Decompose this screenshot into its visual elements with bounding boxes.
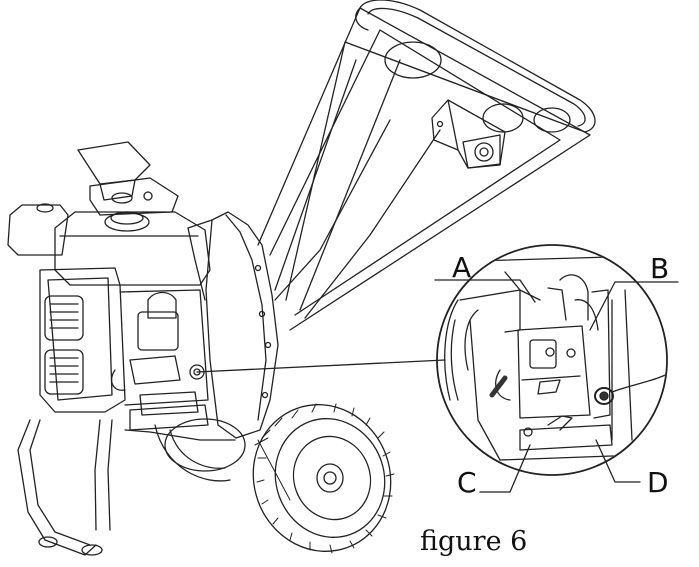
hopper-chute	[257, 7, 591, 331]
chipper-housing	[187, 211, 279, 439]
callout-leaders	[434, 279, 679, 493]
rear-wheel	[154, 418, 246, 482]
detail-leader-line	[196, 359, 446, 373]
callout-label-b: B	[650, 252, 669, 285]
engine	[7, 203, 211, 431]
discharge-deflector	[77, 141, 179, 216]
front-wheel	[252, 403, 395, 554]
detail-magnifier	[436, 244, 668, 476]
callout-label-c: C	[457, 466, 477, 499]
frame-stand	[17, 419, 236, 556]
figure-caption: figure 6	[420, 526, 527, 557]
hopper-handle	[355, 0, 596, 133]
callout-label-d: D	[647, 466, 669, 499]
switch-bracket	[431, 99, 506, 169]
starter-vents	[44, 295, 84, 395]
callout-label-a: A	[452, 251, 471, 284]
